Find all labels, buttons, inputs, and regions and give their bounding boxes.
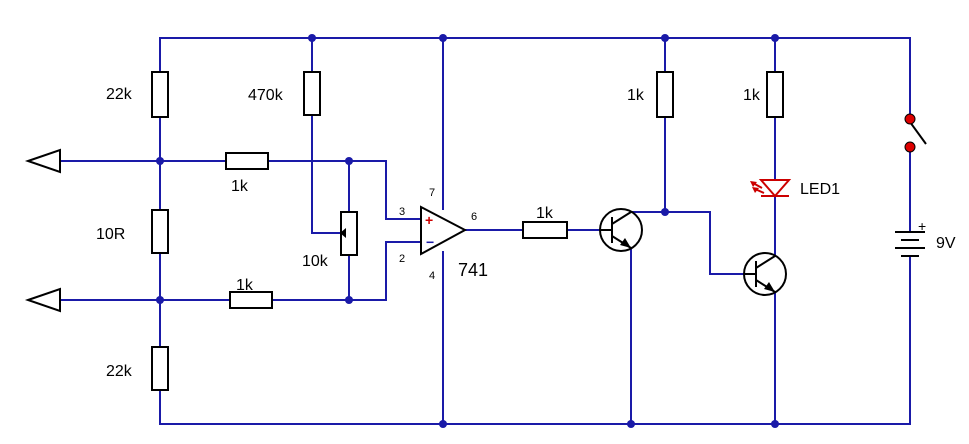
pin-6-label: 6 bbox=[471, 211, 477, 223]
resistor-10r-label: 10R bbox=[96, 226, 125, 243]
battery-plus-sign: + bbox=[918, 218, 926, 234]
op-amp-plus-sign: + bbox=[425, 212, 433, 228]
resistor-1k-output: 1k bbox=[522, 205, 568, 239]
transistor-2 bbox=[743, 252, 787, 296]
potentiometer-10k: 10k bbox=[302, 211, 358, 270]
pin-4-label: 4 bbox=[429, 270, 435, 282]
junction-dots bbox=[156, 34, 779, 428]
pin-3-label: 3 bbox=[399, 206, 405, 218]
potentiometer-10k-label: 10k bbox=[302, 253, 329, 270]
resistor-22k-top-label: 22k bbox=[106, 86, 133, 103]
battery-9v-label: 9V bbox=[936, 235, 956, 252]
pin-2-label: 2 bbox=[399, 253, 405, 265]
resistor-1k-led-label: 1k bbox=[743, 87, 761, 104]
resistor-1k-led: 1k bbox=[743, 71, 784, 118]
op-amp-741: + − 3 2 7 4 6 741 bbox=[399, 187, 488, 282]
resistor-22k-bottom-label: 22k bbox=[106, 363, 133, 380]
resistor-22k-bottom: 22k bbox=[106, 346, 169, 391]
resistor-1k-collector-label: 1k bbox=[627, 87, 645, 104]
led-1-label: LED1 bbox=[800, 181, 840, 198]
resistor-1k-output-label: 1k bbox=[536, 205, 554, 222]
resistor-1k-input-top-label: 1k bbox=[231, 178, 249, 195]
resistor-1k-input-bottom: 1k bbox=[229, 277, 273, 309]
led-1: LED1 bbox=[750, 179, 840, 198]
wires bbox=[59, 37, 911, 425]
op-amp-minus-sign: − bbox=[426, 234, 434, 250]
resistor-22k-top: 22k bbox=[106, 71, 169, 118]
input-connector-top bbox=[24, 148, 61, 174]
resistor-10r: 10R bbox=[96, 209, 169, 254]
switch bbox=[904, 113, 927, 153]
battery-9v: + 9V bbox=[895, 218, 956, 257]
resistor-1k-input-bottom-label: 1k bbox=[236, 277, 254, 294]
transistor-1 bbox=[599, 208, 643, 252]
resistor-1k-collector: 1k bbox=[627, 71, 674, 118]
input-connector-bottom bbox=[24, 287, 61, 313]
resistor-470k: 470k bbox=[248, 71, 321, 116]
pin-7-label: 7 bbox=[429, 187, 435, 199]
op-amp-label: 741 bbox=[458, 260, 488, 280]
resistor-470k-label: 470k bbox=[248, 87, 284, 104]
resistor-1k-input-top: 1k bbox=[225, 152, 269, 195]
